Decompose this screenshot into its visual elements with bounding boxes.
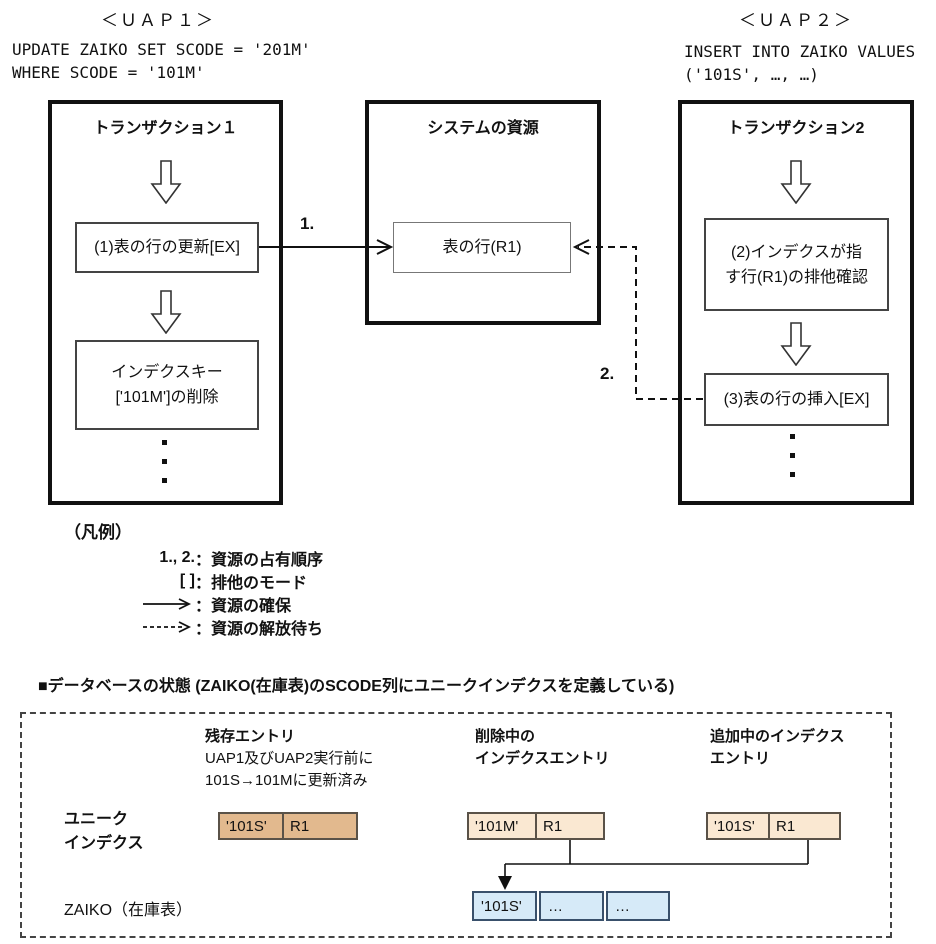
- legend-item-mode: [ ] ：排他のモード: [115, 569, 307, 593]
- uap1-title: ＜ＵＡＰ１＞: [101, 11, 215, 30]
- lock-order-label-2: 2.: [600, 364, 615, 383]
- unique-index-row-label: ユニーク インデクス: [64, 808, 144, 856]
- transaction2-step1-line2: す行(R1)の排他確認: [724, 268, 869, 286]
- col-deleting-entry: 削除中の インデクスエントリ: [475, 726, 610, 770]
- zaiko-row-label: ZAIKO（在庫表）: [64, 902, 193, 919]
- uap2-sql-line1: INSERT INTO ZAIKO VALUES: [684, 42, 916, 61]
- entry-key-cell: '101S': [220, 814, 284, 838]
- transaction2-step2-label: (3)表の行の挿入[EX]: [723, 391, 870, 408]
- legend-item-order: 1., 2. ：資源の占有順序: [115, 546, 323, 570]
- label-line1: ユニーク: [64, 811, 129, 828]
- ellipsis-dots: [790, 434, 795, 477]
- remaining-index-entry: '101S' R1: [218, 812, 358, 840]
- db-state-frame: [20, 712, 892, 938]
- col-note-line1: UAP1及びUAP2実行前に: [205, 750, 374, 767]
- uap1-sql-line2: WHERE SCODE = '101M': [12, 63, 205, 82]
- legend-item-wait: ：資源の解放待ち: [115, 615, 323, 639]
- transaction1-step1-label: (1)表の行の更新[EX]: [94, 239, 240, 256]
- transaction2-title: トランザクション2: [727, 120, 865, 137]
- col-title-line2: エントリ: [710, 750, 771, 767]
- solid-arrow-icon: [115, 595, 195, 613]
- legend-desc: ：資源の占有順序: [195, 552, 324, 569]
- db-state-header: ■データベースの状態 (ZAIKO(在庫表)のSCODE列にユニークインデクスを…: [38, 678, 675, 695]
- zaiko-cell-etc2: …: [606, 891, 670, 921]
- col-title-line1: 削除中の: [475, 728, 536, 745]
- col-adding-entry: 追加中のインデクス エントリ: [710, 726, 845, 770]
- entry-rowid-cell: R1: [290, 817, 310, 835]
- uap2-title: ＜ＵＡＰ２＞: [739, 11, 853, 30]
- table-row-resource-label: 表の行(R1): [442, 239, 522, 256]
- legend-desc: ：資源の確保: [195, 598, 292, 615]
- legend-title: （凡例）: [64, 523, 132, 542]
- system-resource-box: システムの資源: [365, 100, 601, 325]
- legend-item-acquire: ：資源の確保: [115, 592, 291, 616]
- ellipsis-dots: [162, 440, 167, 483]
- uap1-sql-line1: UPDATE ZAIKO SET SCODE = '201M': [12, 40, 311, 59]
- adding-index-entry: '101S' R1: [706, 812, 841, 840]
- table-row-resource-box: 表の行(R1): [393, 222, 571, 273]
- col-remaining-entry: 残存エントリ UAP1及びUAP2実行前に 101S→101Mに更新済み: [205, 726, 373, 792]
- deleting-index-entry: '101M' R1: [467, 812, 605, 840]
- col-title-line2: インデクスエントリ: [475, 750, 610, 767]
- zaiko-cell-scode: '101S': [472, 891, 537, 921]
- legend-desc: ：排他のモード: [195, 575, 308, 592]
- down-block-arrow-icon: [150, 290, 182, 334]
- transaction1-title: トランザクション１: [93, 120, 238, 137]
- lock-order-label-1: 1.: [300, 214, 315, 233]
- legend-desc: ：資源の解放待ち: [195, 621, 324, 638]
- legend-symbol: 1., 2.: [159, 549, 195, 566]
- transaction1-step2-line1: インデクスキー: [111, 364, 223, 381]
- col-title-line1: 追加中のインデクス: [710, 728, 845, 745]
- transaction1-step2-line2: ['101M']の削除: [115, 389, 219, 406]
- legend-symbol: [ ]: [179, 572, 195, 589]
- dashed-arrow-icon: [115, 618, 195, 636]
- transaction1-step1-box: (1)表の行の更新[EX]: [75, 222, 259, 273]
- transaction1-step2-box: インデクスキー ['101M']の削除: [75, 340, 259, 430]
- entry-key-cell: '101S': [708, 814, 770, 838]
- uap1-sql: UPDATE ZAIKO SET SCODE = '201M' WHERE SC…: [12, 38, 311, 84]
- uap2-sql-line2: ('101S', …, …): [684, 65, 819, 84]
- transaction2-step1-box: (2)インデクスが指 す行(R1)の排他確認: [704, 218, 889, 311]
- transaction2-step1-line1: (2)インデクスが指: [730, 243, 863, 261]
- zaiko-cell-etc1: …: [539, 891, 604, 921]
- uap2-sql: INSERT INTO ZAIKO VALUES ('101S', …, …): [684, 40, 915, 86]
- system-resource-title: システムの資源: [427, 120, 539, 137]
- entry-key-cell: '101M': [469, 814, 537, 838]
- down-block-arrow-icon: [780, 322, 812, 366]
- down-block-arrow-icon: [150, 160, 182, 204]
- down-block-arrow-icon: [780, 160, 812, 204]
- entry-rowid-cell: R1: [543, 817, 563, 835]
- transaction2-step2-box: (3)表の行の挿入[EX]: [704, 373, 889, 426]
- label-line2: インデクス: [64, 835, 144, 852]
- col-title: 残存エントリ: [205, 728, 296, 745]
- entry-rowid-cell: R1: [776, 817, 796, 835]
- col-note-line2: 101S→101Mに更新済み: [205, 772, 368, 789]
